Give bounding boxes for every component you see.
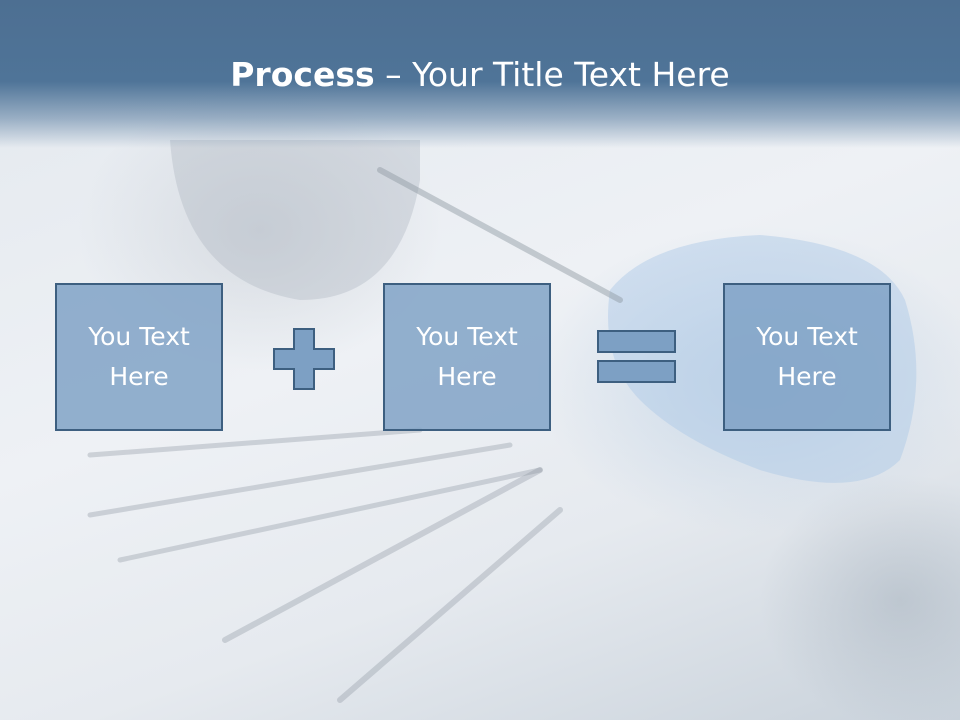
tweezers-shape xyxy=(377,167,623,303)
title-rest: – Your Title Text Here xyxy=(374,55,730,94)
slide-title: Process – Your Title Text Here xyxy=(0,52,960,98)
title-bar xyxy=(0,0,960,148)
plus-icon xyxy=(273,328,335,390)
equals-icon xyxy=(597,330,676,383)
instrument-1 xyxy=(87,427,423,458)
process-box-2-text: You Text Here xyxy=(416,322,518,391)
process-box-1-text: You Text Here xyxy=(88,322,190,391)
process-box-3[interactable]: You Text Here xyxy=(723,283,891,431)
instrument-2 xyxy=(87,442,513,518)
process-box-3-text: You Text Here xyxy=(756,322,858,391)
cup-shape xyxy=(170,140,420,300)
instrument-3 xyxy=(117,467,543,563)
process-box-1[interactable]: You Text Here xyxy=(55,283,223,431)
process-box-2[interactable]: You Text Here xyxy=(383,283,551,431)
instrument-5 xyxy=(337,507,563,703)
instrument-4 xyxy=(222,467,543,643)
title-bold: Process xyxy=(230,55,375,94)
